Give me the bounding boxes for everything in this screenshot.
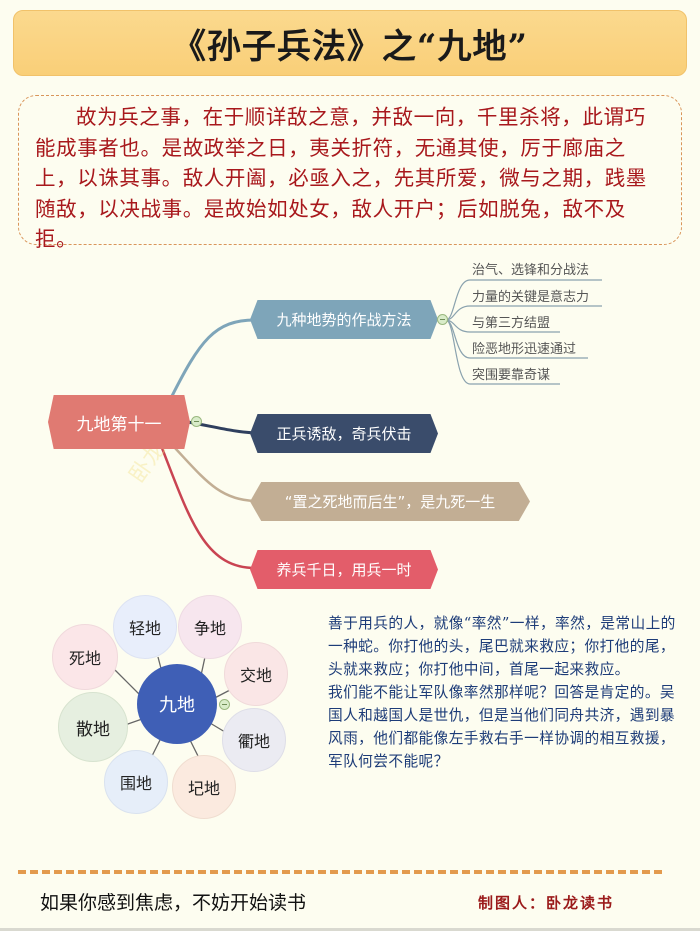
ground-label: 围地 xyxy=(119,774,152,793)
ground-label: 圮地 xyxy=(187,779,220,798)
leaf-node[interactable]: 险恶地形迅速通过 xyxy=(472,342,577,357)
branch-label: “置之死地而后生”，是九死一生 xyxy=(284,493,496,511)
branch-node-deadly-ground[interactable]: “置之死地而后生”，是九死一生 xyxy=(250,482,530,521)
quote-text: 故为兵之事，在于顺详敌之意，并敌一向，千里杀将，此谓巧能成事者也。是故政举之日，… xyxy=(35,105,647,251)
story-text: 善于用兵的人，就像“率然”一样，率然，是常山上的一种蛇。你打他的头，尾巴就来救应… xyxy=(328,612,678,773)
root-collapse-toggle[interactable] xyxy=(191,416,202,427)
center-collapse-toggle[interactable] xyxy=(219,699,230,710)
leaf-node[interactable]: 治气、选锋和分战法 xyxy=(472,263,590,278)
ground-center-circle[interactable]: 九地 xyxy=(137,664,217,744)
footer-credit: 制图人：卧龙读书 xyxy=(478,894,615,912)
ground-circle-hemmed-in[interactable]: 围地 xyxy=(104,750,168,814)
ground-center-label: 九地 xyxy=(159,695,195,716)
ground-circle-intersecting[interactable]: 衢地 xyxy=(222,708,286,772)
root-node[interactable]: 九地第十一 xyxy=(48,395,190,449)
leaf-node[interactable]: 与第三方结盟 xyxy=(472,316,551,331)
ground-circle-dispersive[interactable]: 散地 xyxy=(58,692,128,762)
ground-circle-desperate[interactable]: 死地 xyxy=(52,624,118,690)
ground-circle-difficult[interactable]: 圮地 xyxy=(172,755,236,819)
branch-label: 养兵千日，用兵一时 xyxy=(276,561,412,579)
story-paragraph-2: 我们能不能让军队像率然那样呢？回答是肯定的。吴国人和越国人是世仇，但是当他们同舟… xyxy=(328,684,676,770)
bottom-border xyxy=(0,928,700,931)
branch-node-train-troops[interactable]: 养兵千日，用兵一时 xyxy=(250,550,438,589)
ground-label: 衢地 xyxy=(237,732,270,751)
ground-circle-light[interactable]: 轻地 xyxy=(113,595,177,659)
ground-label: 死地 xyxy=(68,649,101,668)
leaf-node[interactable]: 突围要靠奇谋 xyxy=(472,368,551,383)
ground-label: 散地 xyxy=(76,719,110,740)
branch-node-ambush[interactable]: 正兵诱敌，奇兵伏击 xyxy=(250,414,438,453)
page-title: 《孙子兵法》之“九地” xyxy=(171,26,529,67)
story-paragraph-1: 善于用兵的人，就像“率然”一样，率然，是常山上的一种蛇。你打他的头，尾巴就来救应… xyxy=(328,615,676,678)
footer-divider xyxy=(18,870,662,874)
root-node-label: 九地第十一 xyxy=(76,414,162,435)
branch-label: 九种地势的作战方法 xyxy=(276,311,412,329)
leaf-node[interactable]: 力量的关键是意志力 xyxy=(472,290,590,305)
ground-label: 轻地 xyxy=(128,619,161,638)
title-banner: 《孙子兵法》之“九地” xyxy=(13,10,687,76)
branch-collapse-toggle[interactable] xyxy=(437,314,448,325)
ground-label: 交地 xyxy=(239,666,272,685)
ground-label: 争地 xyxy=(193,619,226,638)
footer-slogan: 如果你感到焦虑，不妨开始读书 xyxy=(40,892,307,914)
ground-circle-contentious[interactable]: 争地 xyxy=(178,595,242,659)
quote-box: 故为兵之事，在于顺详敌之意，并敌一向，千里杀将，此谓巧能成事者也。是故政举之日，… xyxy=(18,95,682,251)
branch-node-nine-terrains[interactable]: 九种地势的作战方法 xyxy=(250,300,438,339)
branch-label: 正兵诱敌，奇兵伏击 xyxy=(276,425,412,443)
ground-circle-open[interactable]: 交地 xyxy=(224,642,288,706)
